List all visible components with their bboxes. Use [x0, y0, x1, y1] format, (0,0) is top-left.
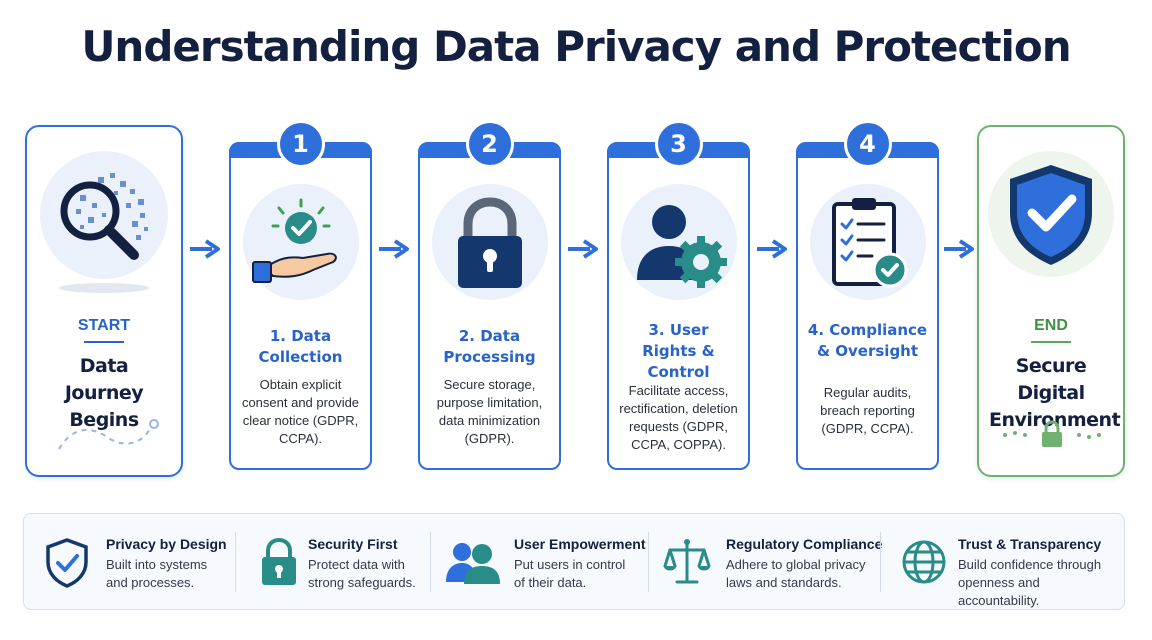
- step-title: 1. Data Collection: [258, 327, 343, 366]
- feature-privacy-by-design: Privacy by Design Built into systems and…: [42, 514, 232, 611]
- divider: [880, 532, 881, 592]
- feature-user-empowerment: User Empowerment Put users in control of…: [444, 514, 654, 611]
- start-title: Data Journey Begins: [64, 355, 144, 431]
- principles-panel: Privacy by Design Built into systems and…: [23, 513, 1125, 610]
- feature-description: Adhere to global privacy laws and standa…: [726, 557, 866, 590]
- arrow-right-icon: [190, 239, 220, 259]
- end-card: END Secure Digital Environment: [977, 125, 1125, 477]
- step-icon-circle: [242, 184, 359, 300]
- shield-check-icon: [1010, 165, 1092, 265]
- scales-icon: [663, 539, 711, 584]
- users-icon: [446, 543, 500, 584]
- feature-title: Regulatory Compliance: [726, 536, 883, 552]
- start-tag: START: [77, 317, 131, 334]
- feature-security-first: Security First Protect data with strong …: [254, 514, 444, 611]
- step-number-badge: 4: [843, 120, 892, 168]
- step-title: 3. User Rights & Control: [642, 321, 715, 381]
- feature-description: Protect data with strong safeguards.: [308, 557, 416, 590]
- end-tag-underline: [1031, 341, 1071, 343]
- feature-description: Built into systems and processes.: [106, 557, 208, 590]
- globe-icon: [902, 540, 946, 584]
- end-tag: END: [1034, 317, 1068, 334]
- divider: [648, 532, 649, 592]
- feature-description: Build confidence through openness and ac…: [958, 557, 1102, 608]
- step-card-data-collection: 1 1. Data Collection Obtain explicit con…: [229, 120, 372, 470]
- step-description: Regular audits, breach reporting (GDPR, …: [820, 385, 915, 436]
- step-title: 4. Compliance & Oversight: [807, 321, 928, 360]
- arrow-right-icon: [944, 239, 974, 259]
- start-tag-underline: [84, 341, 124, 343]
- shield-icon: [46, 538, 88, 588]
- step-description: Secure storage, purpose limitation, data…: [436, 377, 543, 446]
- start-icon-shadow: [59, 283, 149, 293]
- feature-regulatory-compliance: Regulatory Compliance Adhere to global p…: [662, 514, 882, 611]
- page-title: Understanding Data Privacy and Protectio…: [81, 22, 1071, 71]
- step-icon-circle: [431, 184, 548, 300]
- step-title: 2. Data Processing: [443, 327, 536, 366]
- magnifier-data-icon: [60, 173, 148, 260]
- step-description: Obtain explicit consent and provide clea…: [241, 377, 360, 446]
- arrow-right-icon: [757, 239, 787, 259]
- feature-trust-transparency: Trust & Transparency Build confidence th…: [900, 514, 1122, 611]
- clipboard-checklist-icon: [831, 198, 907, 288]
- step-card-compliance: 4 4. Compliance & Oversight Regular audi…: [796, 120, 939, 470]
- feature-description: Put users in control of their data.: [514, 557, 626, 590]
- step-description: Facilitate access, rectification, deleti…: [619, 383, 738, 452]
- divider: [430, 532, 431, 592]
- step-card-user-rights: 3 3. User Rights & Control Facilitate ac…: [607, 120, 750, 470]
- end-icon-circle: [988, 151, 1114, 277]
- feature-title: Privacy by Design: [106, 536, 227, 552]
- padlock-icon: [457, 197, 522, 288]
- arrow-right-icon: [568, 239, 598, 259]
- feature-title: Security First: [308, 536, 398, 552]
- divider: [235, 532, 236, 592]
- step-icon-circle: [809, 184, 926, 300]
- step-card-data-processing: 2 2. Data Processing Secure storage, pur…: [418, 120, 561, 470]
- start-icon-circle: [40, 151, 168, 279]
- step-icon-circle: [620, 184, 737, 300]
- hand-consent-icon: [251, 198, 337, 283]
- end-title: Secure Digital Environment: [989, 355, 1121, 431]
- step-number-badge: 3: [654, 120, 703, 168]
- lock-icon: [262, 537, 296, 585]
- user-gear-icon: [636, 205, 727, 288]
- dashed-path-icon: [58, 419, 159, 450]
- feature-title: User Empowerment: [514, 536, 646, 552]
- step-number-badge: 1: [276, 120, 325, 168]
- start-card: START Data Journey Begins: [25, 125, 183, 477]
- feature-title: Trust & Transparency: [958, 536, 1102, 552]
- step-number-badge: 2: [465, 120, 514, 168]
- arrow-right-icon: [379, 239, 409, 259]
- lock-dots-icon: [1003, 420, 1101, 447]
